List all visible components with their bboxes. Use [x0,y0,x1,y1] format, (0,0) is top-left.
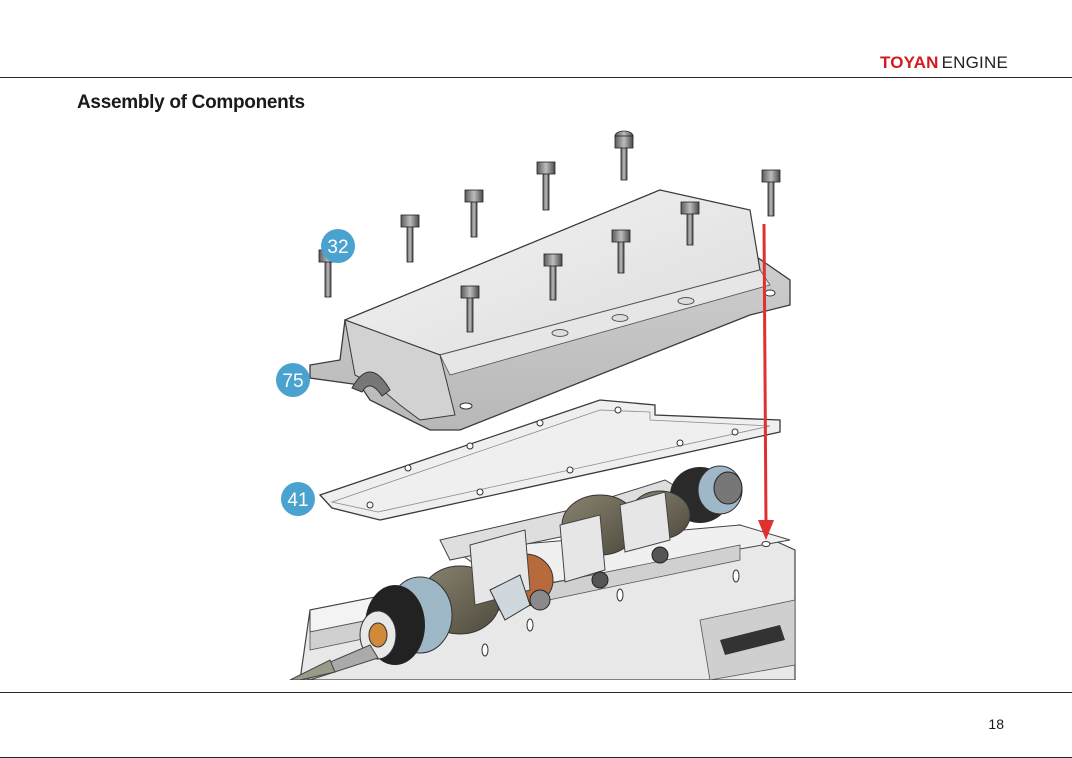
callout-32: 32 [321,229,355,263]
cover-part [310,190,790,430]
callout-75: 75 [276,363,310,397]
brand-name-bold: TOYAN [880,53,939,72]
callout-75-label: 75 [282,371,303,392]
page-number: 18 [988,716,1004,732]
page-title: Assembly of Components [77,92,305,114]
callout-41-label: 41 [287,490,308,511]
assembly-illustration: 32 75 41 [270,120,810,680]
callout-32-label: 32 [327,237,348,258]
callout-41: 41 [281,482,315,516]
header-divider [0,77,1072,78]
footer-divider [0,692,1072,693]
brand-name-light: ENGINE [942,53,1008,72]
